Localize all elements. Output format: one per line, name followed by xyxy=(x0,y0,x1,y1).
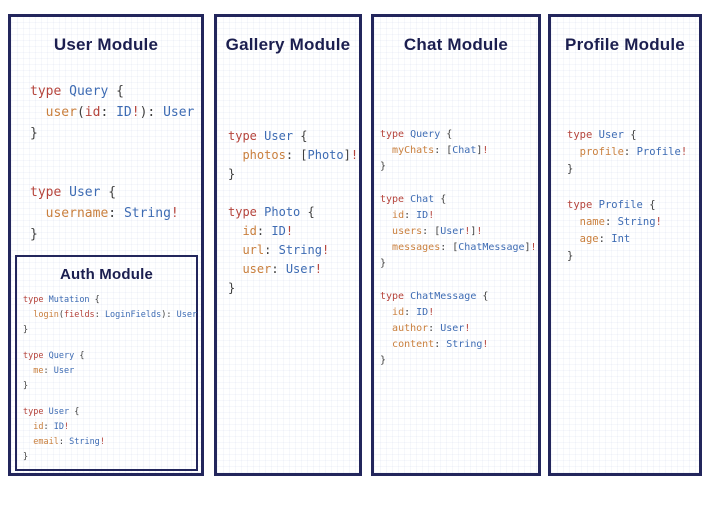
code-line: profile: Profile! xyxy=(579,146,688,158)
panel-auth-module: Auth Module type Mutation { login(fields… xyxy=(15,255,198,471)
code-line: myChats: [Chat]! xyxy=(392,145,489,156)
code-block: type Query { user(id: ID!): User} xyxy=(30,81,201,144)
code-block: type User { photos: [Photo]!} xyxy=(228,127,359,184)
code-line: } xyxy=(380,355,387,366)
code-line: } xyxy=(23,381,29,391)
code-block: type Photo { id: ID! url: String! user: … xyxy=(228,203,359,298)
panel-title-user-module: User Module xyxy=(53,35,159,54)
code-line: type ChatMessage { xyxy=(380,291,489,302)
code-line: type User { xyxy=(228,129,308,143)
code-line: } xyxy=(567,163,574,175)
code-line: photos: [Photo]! xyxy=(242,148,359,162)
panel-title-gallery-module: Gallery Module xyxy=(225,35,351,54)
panel-user-module: User Module type Query { user(id: ID!): … xyxy=(8,14,204,476)
code-area-gallery-module: type User { photos: [Photo]!}type Photo … xyxy=(217,127,359,298)
code-line: type Profile { xyxy=(567,199,656,211)
code-line: age: Int xyxy=(579,233,631,245)
code-line: type Query { xyxy=(380,129,453,140)
code-line: id: ID! xyxy=(392,307,435,318)
code-line: user(id: ID!): User xyxy=(45,105,195,120)
code-line: type Photo { xyxy=(228,205,315,219)
code-line: } xyxy=(228,167,236,181)
code-line: users: [User!]! xyxy=(392,226,483,237)
code-line: } xyxy=(228,281,236,295)
code-area-auth-module: type Mutation { login(fields: LoginField… xyxy=(17,293,198,465)
code-block: type Chat { id: ID! users: [User!]! mess… xyxy=(380,192,538,272)
panel-gallery-module: Gallery Module type User { photos: [Phot… xyxy=(214,14,362,476)
code-block: type ChatMessage { id: ID! author: User!… xyxy=(380,289,538,369)
code-area-chat-module: type Query { myChats: [Chat]!}type Chat … xyxy=(374,127,538,369)
code-line: email: String! xyxy=(33,437,105,447)
code-block: type Query { myChats: [Chat]!} xyxy=(380,127,538,175)
code-line: content: String! xyxy=(392,339,489,350)
code-line: } xyxy=(380,258,387,269)
code-line: type Query { xyxy=(30,84,124,99)
code-line: } xyxy=(30,126,38,141)
code-line: } xyxy=(567,250,574,262)
code-line: user: User! xyxy=(242,262,322,276)
panel-profile-module: Profile Module type User { profile: Prof… xyxy=(548,14,702,476)
code-area-profile-module: type User { profile: Profile!}type Profi… xyxy=(551,127,699,265)
code-line: } xyxy=(30,227,38,242)
code-line: id: ID! xyxy=(33,422,70,432)
code-area-user-module: type Query { user(id: ID!): User}type Us… xyxy=(11,81,201,245)
code-line: type User { xyxy=(23,407,80,417)
code-block: type Query { me: User} xyxy=(23,349,196,394)
code-block: type User { id: ID! email: String!} xyxy=(23,405,196,465)
code-line: messages: [ChatMessage]! xyxy=(392,242,537,253)
panel-title-chat-module: Chat Module xyxy=(403,35,509,54)
code-line: type User { xyxy=(30,185,117,200)
code-line: me: User xyxy=(33,366,75,376)
code-block: type Profile { name: String! age: Int} xyxy=(567,197,699,265)
code-line: type Mutation { xyxy=(23,295,100,305)
code-line: } xyxy=(23,452,29,462)
code-line: } xyxy=(380,161,387,172)
code-block: type User { username: String!} xyxy=(30,182,201,245)
code-line: } xyxy=(23,325,29,335)
code-line: id: ID! xyxy=(242,224,294,238)
code-line: id: ID! xyxy=(392,210,435,221)
panel-chat-module: Chat Module type Query { myChats: [Chat]… xyxy=(371,14,541,476)
code-line: author: User! xyxy=(392,323,471,334)
code-line: type User { xyxy=(567,129,637,141)
code-block: type User { profile: Profile!} xyxy=(567,127,699,178)
code-line: name: String! xyxy=(579,216,662,228)
code-line: url: String! xyxy=(242,243,330,257)
code-line: type Chat { xyxy=(380,194,447,205)
code-line: login(fields: LoginFields): User xyxy=(33,310,198,320)
panel-title-profile-module: Profile Module xyxy=(565,35,685,54)
panel-title-auth-module: Auth Module xyxy=(59,266,153,283)
code-line: type Query { xyxy=(23,351,85,361)
code-block: type Mutation { login(fields: LoginField… xyxy=(23,293,198,338)
code-line: username: String! xyxy=(45,206,179,221)
